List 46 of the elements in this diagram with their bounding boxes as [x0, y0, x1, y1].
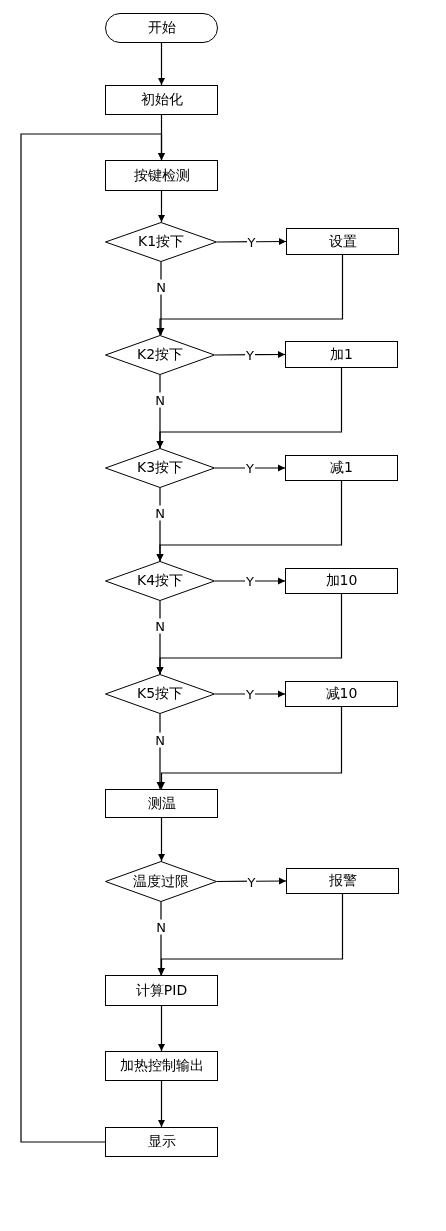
arrow — [216, 877, 287, 885]
arrow — [158, 1005, 165, 1052]
arrow — [158, 42, 165, 86]
process-box: 初始化 — [105, 85, 218, 115]
arrow — [20, 133, 165, 1143]
edge-label: N — [154, 618, 166, 633]
arrow — [214, 690, 286, 698]
decision-diamond: 温度过限 — [105, 861, 217, 902]
decision-diamond: K2按下 — [105, 335, 215, 375]
arrow — [158, 893, 344, 976]
process-box: 减1 — [285, 455, 398, 481]
process-box: 按键检测 — [105, 160, 218, 191]
arrow — [156, 713, 164, 790]
arrow — [158, 1080, 165, 1128]
arrow — [156, 480, 343, 562]
arrow — [214, 577, 286, 585]
edge-label: N — [154, 392, 166, 407]
decision-diamond: K1按下 — [105, 222, 217, 262]
arrow — [157, 901, 165, 976]
arrow — [156, 593, 343, 675]
process-box: 减10 — [285, 681, 398, 707]
arrow — [214, 351, 286, 359]
process-box: 报警 — [286, 868, 399, 894]
arrow — [158, 190, 165, 223]
decision-diamond: K3按下 — [105, 448, 215, 488]
edge-label: N — [154, 732, 166, 747]
process-box: 加1 — [285, 341, 398, 368]
arrow — [158, 706, 343, 790]
arrow — [158, 817, 165, 862]
arrow — [216, 238, 287, 246]
process-box: 测温 — [105, 789, 218, 818]
arrow — [157, 261, 165, 336]
edge-label: N — [154, 505, 166, 520]
process-box: 显示 — [105, 1127, 218, 1157]
arrow — [214, 464, 286, 472]
arrow — [156, 367, 343, 449]
decision-diamond: K5按下 — [105, 674, 215, 714]
terminal-box: 开始 — [105, 13, 218, 43]
arrow — [156, 254, 344, 336]
process-box: 设置 — [286, 228, 399, 255]
edge-label: N — [155, 279, 167, 294]
process-box: 加10 — [285, 568, 398, 594]
process-box: 加热控制输出 — [105, 1051, 218, 1081]
process-box: 计算PID — [105, 975, 218, 1006]
decision-diamond: K4按下 — [105, 561, 215, 601]
edge-label: N — [155, 919, 167, 934]
